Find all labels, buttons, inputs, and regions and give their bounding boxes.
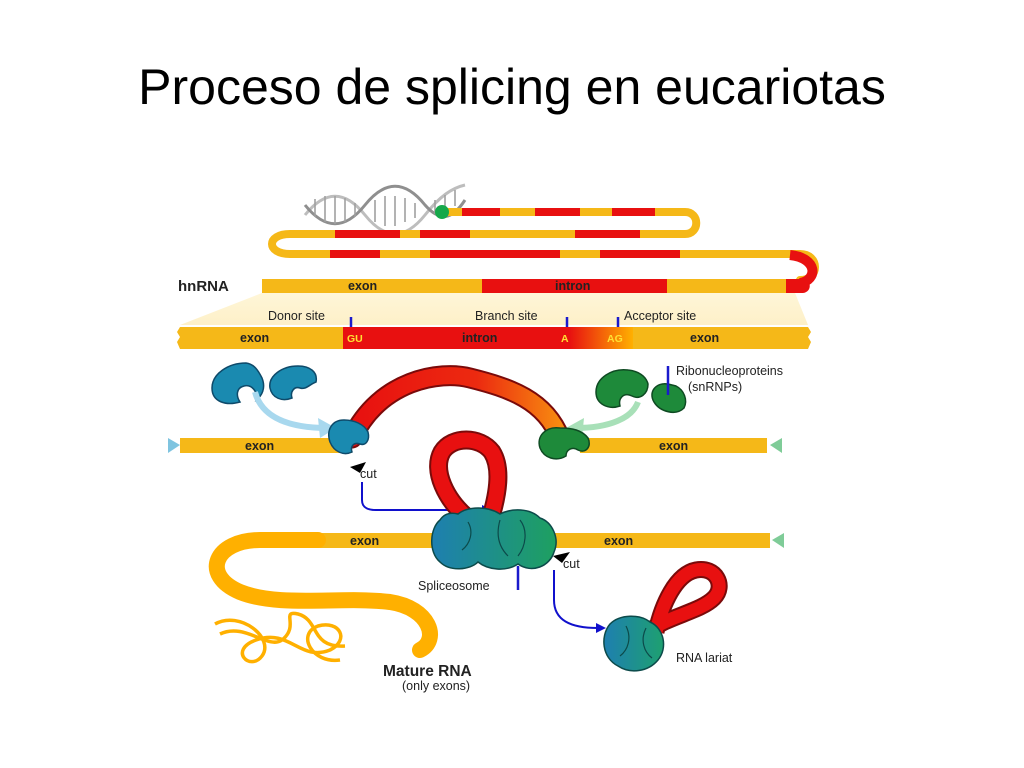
nascent-rna bbox=[268, 208, 819, 284]
detail-intron-label: intron bbox=[462, 331, 497, 345]
bound-snrnp-blue bbox=[328, 419, 370, 455]
row3-bar bbox=[168, 438, 782, 453]
donor-site-label: Donor site bbox=[268, 309, 325, 323]
hnrna-intron-label: intron bbox=[555, 279, 590, 293]
detail-exon-left-label: exon bbox=[240, 331, 269, 345]
hnrna-label: hnRNA bbox=[178, 278, 229, 295]
branch-site-label: Branch site bbox=[475, 309, 538, 323]
a-label: A bbox=[561, 333, 569, 345]
forming-lariat-fill bbox=[431, 432, 506, 526]
arrow-cut-2 bbox=[553, 570, 599, 629]
only-exons-label: (only exons) bbox=[402, 679, 470, 693]
bound-snrnp-green bbox=[538, 427, 590, 460]
detail-bar bbox=[177, 327, 811, 349]
zoom-funnel bbox=[180, 293, 808, 325]
snrnp-green-1 bbox=[595, 369, 649, 408]
mature-rna-tangle bbox=[214, 611, 346, 664]
arrowhead-cut-2 bbox=[596, 623, 606, 633]
snrnp-blue-1 bbox=[211, 362, 265, 405]
row4-exon-left-label: exon bbox=[350, 534, 379, 548]
dna-helix bbox=[303, 183, 467, 236]
slide-title: Proceso de splicing en eucariotas bbox=[138, 59, 886, 115]
row4-exon-right-label: exon bbox=[604, 534, 633, 548]
ribonucleoproteins-label: Ribonucleoproteins bbox=[676, 364, 783, 378]
cut-1-label: cut bbox=[360, 467, 377, 481]
mature-rna-ribbon bbox=[208, 532, 438, 658]
row4-bar bbox=[318, 533, 784, 548]
spliceosome-complex bbox=[431, 507, 557, 570]
snrnp-blue-2 bbox=[269, 365, 318, 401]
intron-bend-fill bbox=[343, 367, 569, 447]
snrnps-label: (snRNPs) bbox=[688, 380, 742, 394]
acceptor-site-label: Acceptor site bbox=[624, 309, 696, 323]
hnrna-strand bbox=[262, 279, 810, 293]
mature-rna-label: Mature RNA bbox=[383, 663, 472, 680]
arrow-snrnp-blue bbox=[252, 391, 329, 431]
spliceosome-label: Spliceosome bbox=[418, 579, 490, 593]
scissor-2-icon bbox=[553, 552, 570, 563]
ag-label: AG bbox=[607, 333, 623, 345]
arrow-snrnp-green bbox=[574, 400, 641, 431]
scissor-1-icon bbox=[350, 462, 366, 473]
excised-lariat-fill bbox=[643, 563, 726, 638]
snrnp-green-2 bbox=[651, 383, 687, 414]
rna-lariat-label: RNA lariat bbox=[676, 651, 733, 665]
gu-label: GU bbox=[347, 333, 363, 345]
row3-exon-right-label: exon bbox=[659, 439, 688, 453]
nascent-rna-intron-marks bbox=[330, 208, 680, 258]
cut-2-label: cut bbox=[563, 557, 580, 571]
rna-polymerase-dot bbox=[435, 205, 449, 219]
nascent-rna-curve-intron bbox=[789, 250, 818, 288]
lariat-spliceosome bbox=[603, 615, 665, 672]
row3-exon-left-label: exon bbox=[245, 439, 274, 453]
hnrna-exon-label: exon bbox=[348, 279, 377, 293]
arrowhead-snrnp-blue bbox=[318, 418, 336, 438]
detail-exon-right-label: exon bbox=[690, 331, 719, 345]
arrow-cut-1 bbox=[361, 482, 485, 511]
